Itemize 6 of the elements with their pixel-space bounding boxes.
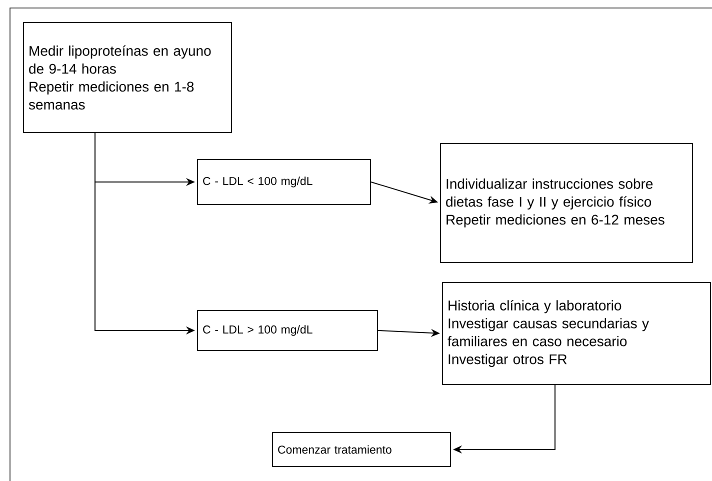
- process-box: Comenzar tratamiento: [272, 432, 451, 467]
- process-box: Historia clínica y laboratorio Investigar causas secundarias y familiares en caso necesario Investigar otros FR: [442, 282, 711, 385]
- process-box: C - LDL > 100 mg/dL: [197, 310, 378, 351]
- process-box: Medir lipoproteínas en ayuno de 9-14 horas Repetir mediciones en 1-8 semanas: [23, 22, 232, 133]
- process-box: C - LDL < 100 mg/dL: [197, 159, 371, 205]
- process-box: Individualizar instrucciones sobre dietas fase I y II y ejercicio físico Repetir mediciones en 6-12 meses: [440, 143, 693, 263]
